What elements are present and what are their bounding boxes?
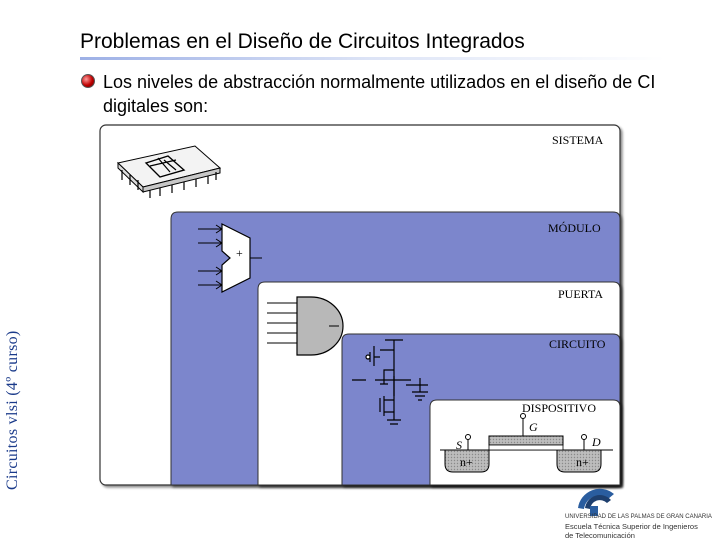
school-name-line2: de Telecomunicación bbox=[565, 531, 635, 540]
level-sistema-label: SISTEMA bbox=[552, 133, 604, 147]
gate-terminal-label: G bbox=[529, 420, 538, 434]
university-logo-icon bbox=[578, 488, 614, 516]
n-plus-right-label: n+ bbox=[576, 455, 589, 469]
level-dispositivo-label: DISPOSITIVO bbox=[522, 401, 596, 415]
level-circuito-label: CIRCUITO bbox=[549, 337, 606, 351]
level-puerta-label: PUERTA bbox=[558, 287, 603, 301]
school-name-line1: Escuela Técnica Superior de Ingenieros bbox=[565, 522, 698, 531]
title-underline bbox=[80, 57, 665, 60]
logic-gate-icon bbox=[267, 296, 344, 356]
n-plus-left-label: n+ bbox=[460, 455, 473, 469]
drain-terminal-label: D bbox=[591, 435, 601, 449]
source-terminal-label: S bbox=[456, 438, 462, 452]
bullet-text: Los niveles de abstracción normalmente u… bbox=[103, 72, 656, 116]
chip-icon bbox=[116, 145, 222, 198]
adder-icon: + bbox=[198, 223, 262, 293]
adder-plus-sign: + bbox=[236, 246, 243, 260]
transistor-circuit-icon bbox=[352, 339, 428, 425]
bullet-icon bbox=[81, 74, 95, 88]
mosfet-cross-section: G S D n+ n+ bbox=[440, 413, 613, 473]
page-title: Problemas en el Diseño de Circuitos Inte… bbox=[80, 30, 525, 53]
university-name: UNIVERSIDAD DE LAS PALMAS DE GRAN CANARI… bbox=[565, 514, 712, 520]
level-modulo-label: MÓDULO bbox=[548, 221, 601, 235]
